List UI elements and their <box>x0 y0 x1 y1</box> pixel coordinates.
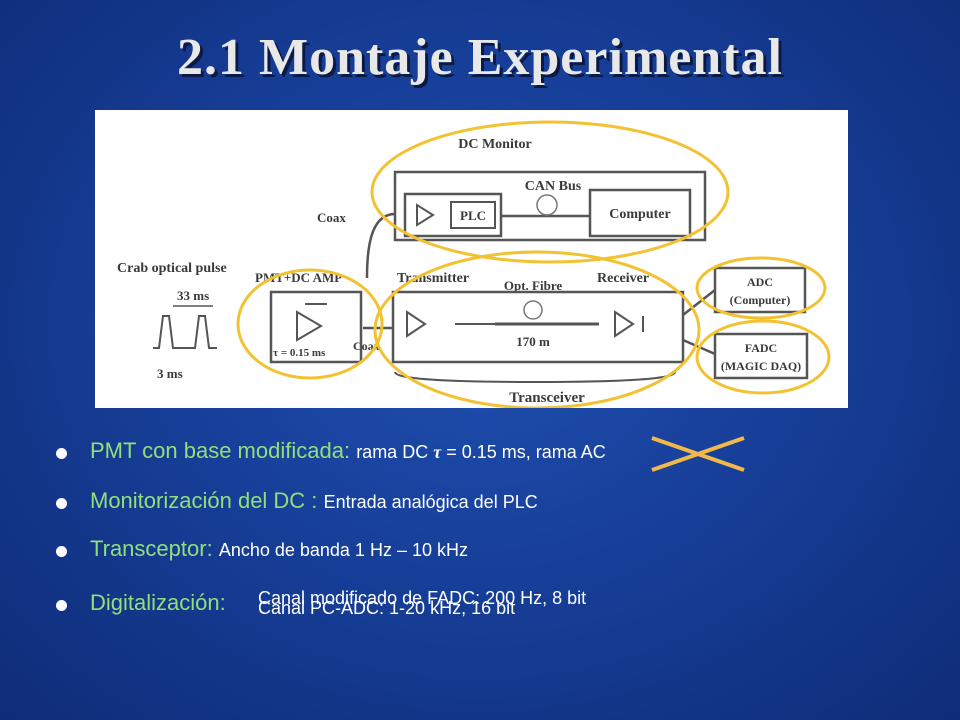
ac-strike-line-2 <box>651 436 745 472</box>
adc-box <box>713 266 807 314</box>
bullet-dot <box>56 448 67 459</box>
plc-label: PLC <box>460 208 486 223</box>
pmt-amp-label: PMT+DC AMP <box>255 270 342 285</box>
bullet-pmt-lead: PMT con base modificada: rama DC τ = 0.1… <box>90 438 606 464</box>
opt-fibre-label: Opt. Fibre <box>504 278 562 293</box>
adc-link <box>682 289 716 316</box>
bullet-dc-detail: Entrada analógica del PLC <box>323 492 538 512</box>
slide-title: 2.1 Montaje Experimental <box>176 29 783 86</box>
bullet-dc-lead: Monitorización del DC : Entrada analógic… <box>90 488 538 514</box>
bullet-pmt-detail: rama DC τ = 0.15 ms, rama AC <box>356 442 606 462</box>
highlight-fadc <box>695 319 831 395</box>
dc-monitor-frame <box>393 170 707 242</box>
bullet-pmt-detail-post: = 0.15 ms, rama AC <box>446 442 606 462</box>
adc-label-line1: ADC <box>747 275 773 289</box>
digitization-detail-pcadc: Canal PC-ADC: 1-20 kHz, 16 bit <box>258 598 516 618</box>
pulse-width-label: 3 ms <box>157 366 183 381</box>
computer-label: Computer <box>609 207 670 222</box>
adc-label-line2: (Computer) <box>730 293 791 307</box>
plc-inner-box <box>450 201 496 229</box>
setup-diagram-svg: DC Monitor CAN Bus PLC Computer Coax Coa… <box>117 120 831 408</box>
highlight-pmt-amp <box>236 268 384 380</box>
tau-label: τ = 0.15 ms <box>273 347 326 359</box>
coax-top-label: Coax <box>317 210 346 225</box>
highlight-adc <box>695 256 827 320</box>
crab-pulse-label: Crab optical pulse <box>117 261 227 276</box>
bullet-dot <box>56 546 67 557</box>
amplifier-symbol-plc <box>416 203 435 227</box>
coax-top-cable <box>365 212 396 279</box>
setup-diagram: DC Monitor CAN Bus PLC Computer Coax Coa… <box>95 110 848 408</box>
plc-box <box>403 192 503 238</box>
bullet-dot <box>56 600 67 611</box>
highlight-dc-monitor <box>370 120 730 264</box>
transceiver-frame <box>391 290 685 364</box>
period-label: 33 ms <box>177 288 209 303</box>
amplifier-symbol-tx <box>406 310 427 338</box>
can-bus-label: CAN Bus <box>525 179 582 194</box>
bullet-digitization-lead: Digitalización: <box>90 590 226 615</box>
highlight-transceiver <box>373 250 701 408</box>
fibre-length-label: 170 m <box>516 334 550 349</box>
transceiver-brace <box>394 371 676 384</box>
transceiver-label: Transceiver <box>509 390 585 406</box>
dc-monitor-label: DC Monitor <box>458 137 532 152</box>
pmt-amp-box <box>269 290 363 364</box>
transmitter-label: Transmitter <box>397 271 469 286</box>
bullet-pmt-detail-pre: rama DC <box>356 442 429 462</box>
amplifier-symbol-pmt <box>296 310 323 342</box>
bullet-transceiver-lead-text: Transceptor: <box>90 536 213 561</box>
bullet-dot <box>56 498 67 509</box>
fadc-box <box>713 332 809 380</box>
digitization-detail-fadc: Canal modificado de FADC: 200 Hz, 8 bit <box>258 588 587 608</box>
bullet-transceiver-lead: Transceptor: Ancho de banda 1 Hz – 10 kH… <box>90 536 468 562</box>
tau-symbol: τ <box>433 442 442 462</box>
amplifier-symbol-rx <box>614 310 635 338</box>
fadc-label-line1: FADC <box>745 341 777 355</box>
receiver-label: Receiver <box>597 271 649 286</box>
bullet-dc-lead-text: Monitorización del DC : <box>90 488 318 513</box>
can-bus-node <box>536 194 558 216</box>
bullet-pmt-lead-text: PMT con base modificada: <box>90 438 351 463</box>
ac-strike-line-1 <box>651 436 745 472</box>
bullet-transceiver-detail: Ancho de banda 1 Hz – 10 kHz <box>218 540 468 560</box>
fadc-label-line2: (MAGIC DAQ) <box>721 359 801 373</box>
computer-box <box>588 188 692 238</box>
pulse-train <box>153 315 217 349</box>
fibre-spool <box>523 300 543 320</box>
